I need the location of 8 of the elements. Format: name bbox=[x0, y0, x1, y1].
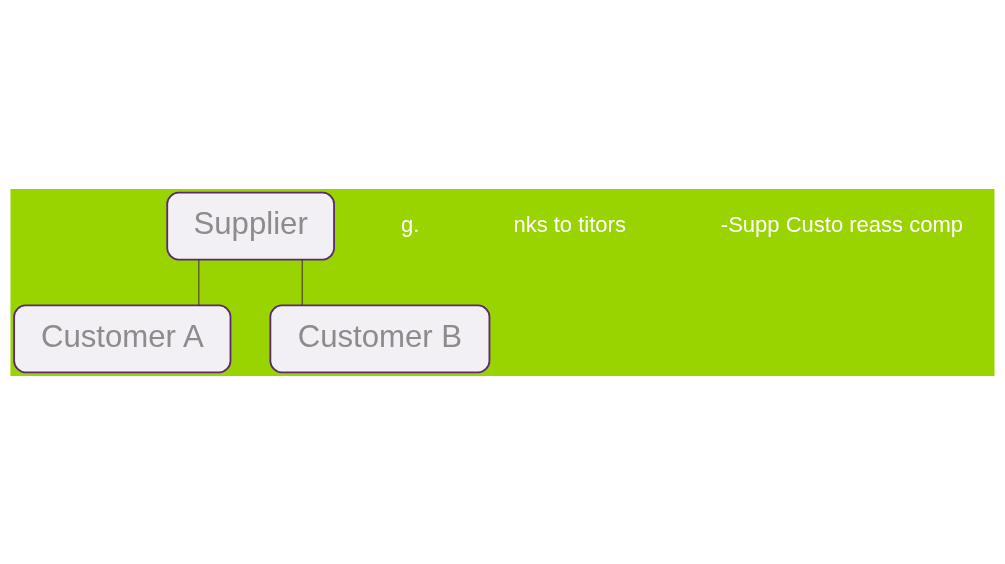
node-box: Customer A bbox=[13, 304, 232, 373]
label: g. bbox=[400, 211, 420, 237]
node-box: Supplier bbox=[166, 191, 335, 260]
node-box: Customer B bbox=[269, 304, 491, 373]
label: -Supp Custo reass comp bbox=[720, 211, 963, 237]
label: nks to titors bbox=[513, 211, 626, 237]
connector bbox=[301, 258, 303, 306]
connector bbox=[198, 258, 200, 306]
